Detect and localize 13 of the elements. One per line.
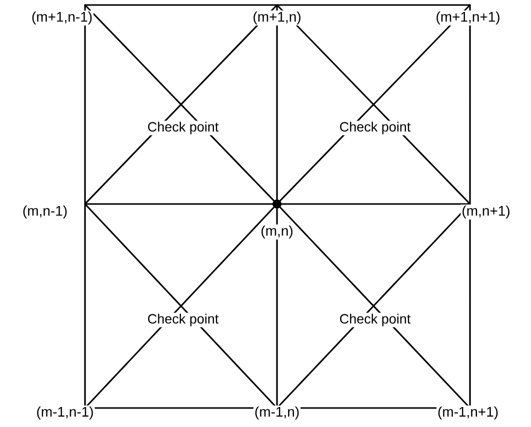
check-point-label: Check point (146, 120, 220, 136)
point-label: (m,n) (260, 224, 294, 240)
point-label: (m-1,n+1) (436, 405, 500, 420)
point-label: (m,n+1) (460, 204, 512, 220)
point-label: (m-1,n) (253, 405, 301, 420)
point-label: (m+1,n+1) (434, 10, 502, 26)
point-label: (m-1,n-1) (35, 405, 95, 420)
check-point-label: Check point (338, 120, 412, 136)
point-label: (m,n-1) (21, 204, 69, 220)
point-label: (m+1,n-1) (30, 10, 94, 26)
check-point-label: Check point (338, 312, 412, 328)
check-point-label: Check point (146, 312, 220, 328)
point-label: (m+1,n) (252, 10, 302, 26)
